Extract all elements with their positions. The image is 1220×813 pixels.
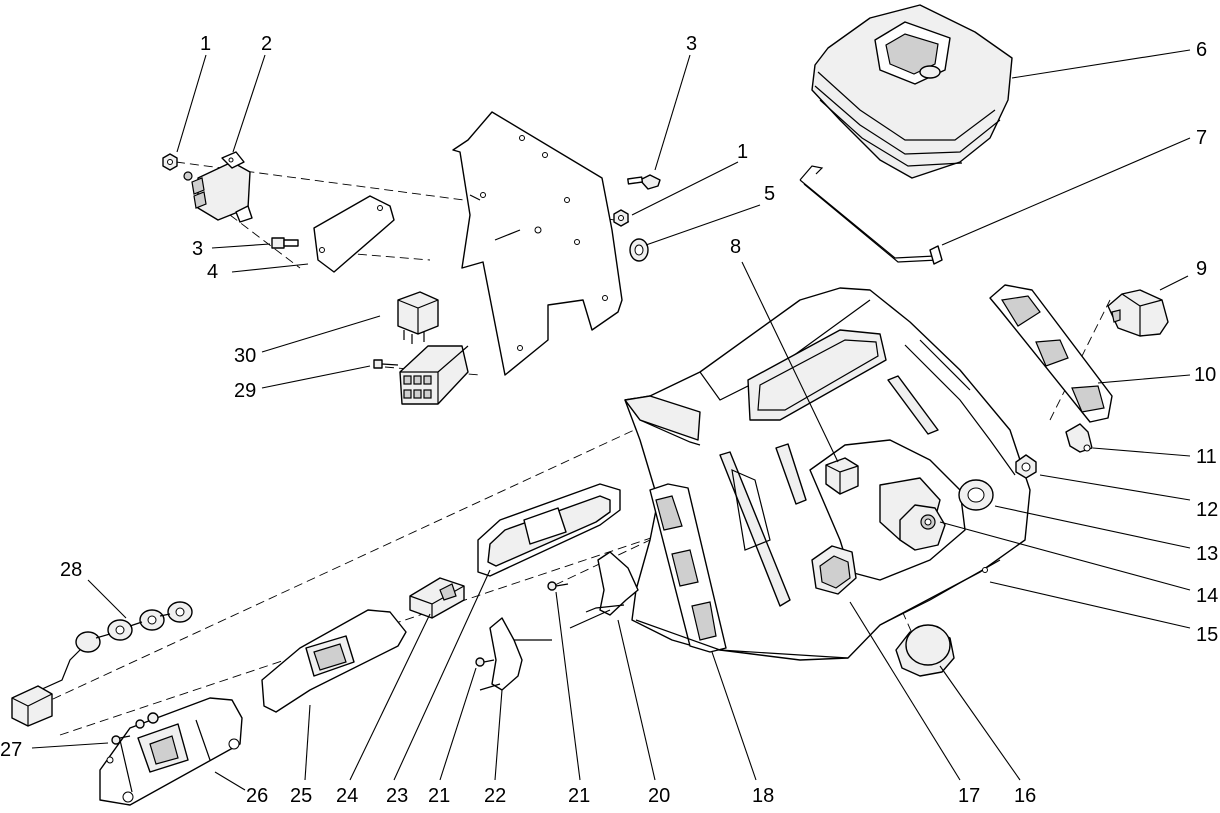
round-indicator (895, 624, 955, 677)
callout-26-dash-panel: 26 (246, 785, 268, 807)
mounting-bracket-22 (479, 617, 552, 691)
hex-nut-12 (1015, 454, 1037, 479)
callout-29-socket: 29 (234, 380, 256, 402)
callout-21-screw-b: 21 (568, 785, 590, 807)
shift-boot (811, 4, 1013, 179)
rod (799, 165, 943, 265)
hex-nut-right (613, 209, 629, 227)
leader-lines (31, 49, 1191, 791)
callout-21-screw-a: 21 (428, 785, 450, 807)
callout-14-ignition: 14 (1196, 585, 1218, 607)
ignition-switch (899, 504, 946, 551)
gauge-panel (477, 483, 621, 577)
toggle-switch (409, 577, 465, 619)
grommet (629, 238, 649, 262)
cover-plate (313, 195, 395, 273)
callout-6-boot: 6 (1196, 39, 1207, 61)
relay (397, 291, 439, 344)
callout-17-window: 17 (958, 785, 980, 807)
lower-dash-panel (99, 697, 243, 806)
mounting-plate (452, 111, 623, 376)
hour-meter-cover (261, 609, 407, 713)
callout-23-gauge-panel: 23 (386, 785, 408, 807)
small-screw-a (475, 657, 495, 667)
callout-30-relay: 30 (234, 345, 256, 367)
callout-3-screw-top: 3 (686, 33, 697, 55)
callout-1-nut-right: 1 (737, 141, 748, 163)
callout-2-solenoid: 2 (261, 33, 272, 55)
switch-panel-side (649, 483, 727, 653)
hex-nut-left (162, 153, 178, 171)
callout-11-key: 11 (1196, 446, 1217, 468)
screw-27 (111, 735, 131, 745)
callout-5-grommet: 5 (764, 183, 775, 205)
callout-8-switch-knob: 8 (730, 236, 741, 258)
callout-9-rocker: 9 (1196, 258, 1207, 280)
bezel-ring (958, 479, 994, 511)
screw-top (627, 174, 661, 190)
callout-20-bracket: 20 (648, 785, 670, 807)
callout-18-side-panel: 18 (752, 785, 774, 807)
callout-12-nut: 12 (1196, 499, 1218, 521)
rocker-switch (1107, 289, 1169, 337)
callout-1-nut-left: 1 (200, 33, 211, 55)
callout-27-screw: 27 (0, 739, 22, 761)
mounting-bracket-20 (569, 551, 639, 629)
callout-7-rod: 7 (1196, 127, 1207, 149)
callout-22-bracket: 22 (484, 785, 506, 807)
small-screw-b (547, 581, 569, 591)
frame-plate (635, 619, 849, 659)
solenoid-relay (183, 151, 253, 223)
switch-knob (825, 457, 859, 495)
callout-13-bezel: 13 (1196, 543, 1218, 565)
callout-labels: 1 2 3 1 3 4 5 6 7 8 9 10 11 12 13 14 15 … (0, 33, 1218, 807)
callout-3-screw-left: 3 (192, 238, 203, 260)
callout-15-frame: 15 (1196, 624, 1218, 646)
callout-28-harness: 28 (60, 559, 82, 581)
callout-25-cover: 25 (290, 785, 312, 807)
callout-4-cover: 4 (207, 261, 218, 283)
screw-left (271, 237, 299, 249)
callout-16-indicator: 16 (1014, 785, 1036, 807)
relay-socket (373, 345, 469, 405)
indicator-window (811, 545, 857, 595)
callout-24-toggle: 24 (336, 785, 358, 807)
callout-10-panel: 10 (1194, 364, 1216, 386)
key (1065, 423, 1093, 453)
switch-panel-right (989, 284, 1113, 423)
wire-harness (11, 601, 193, 727)
